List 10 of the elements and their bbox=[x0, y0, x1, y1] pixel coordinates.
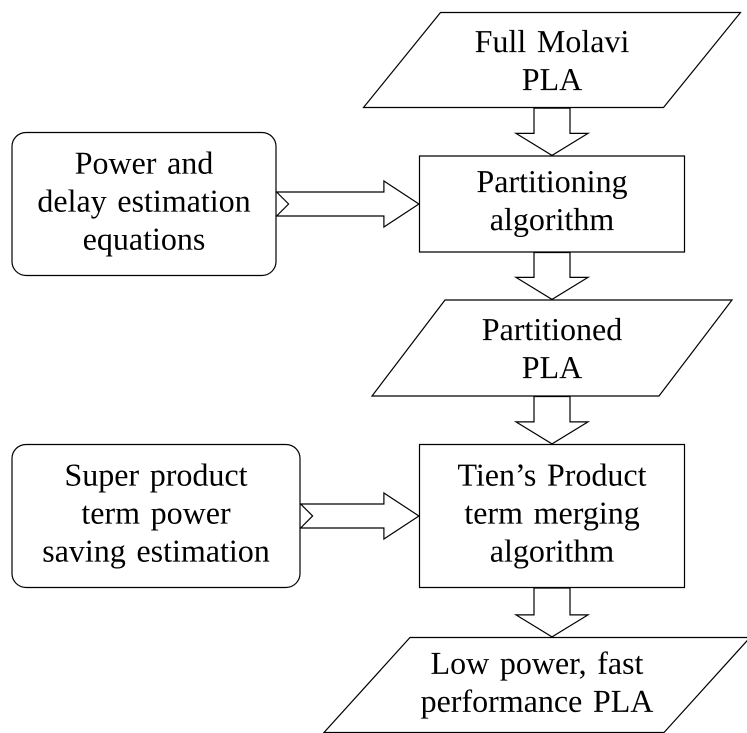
rounded-box: Super product term power saving estimation bbox=[11, 444, 301, 588]
block-arrow bbox=[514, 252, 590, 300]
process-box: Partitioning algorithm bbox=[418, 155, 686, 253]
process-box: Tien’s Product term merging algorithm bbox=[418, 444, 686, 588]
block-arrow bbox=[299, 492, 420, 540]
block-arrow bbox=[275, 180, 420, 228]
block-arrow bbox=[514, 396, 590, 445]
block-arrow bbox=[514, 108, 590, 156]
block-arrow bbox=[514, 587, 590, 638]
rounded-box: Power and delay estimation equations bbox=[11, 132, 277, 276]
